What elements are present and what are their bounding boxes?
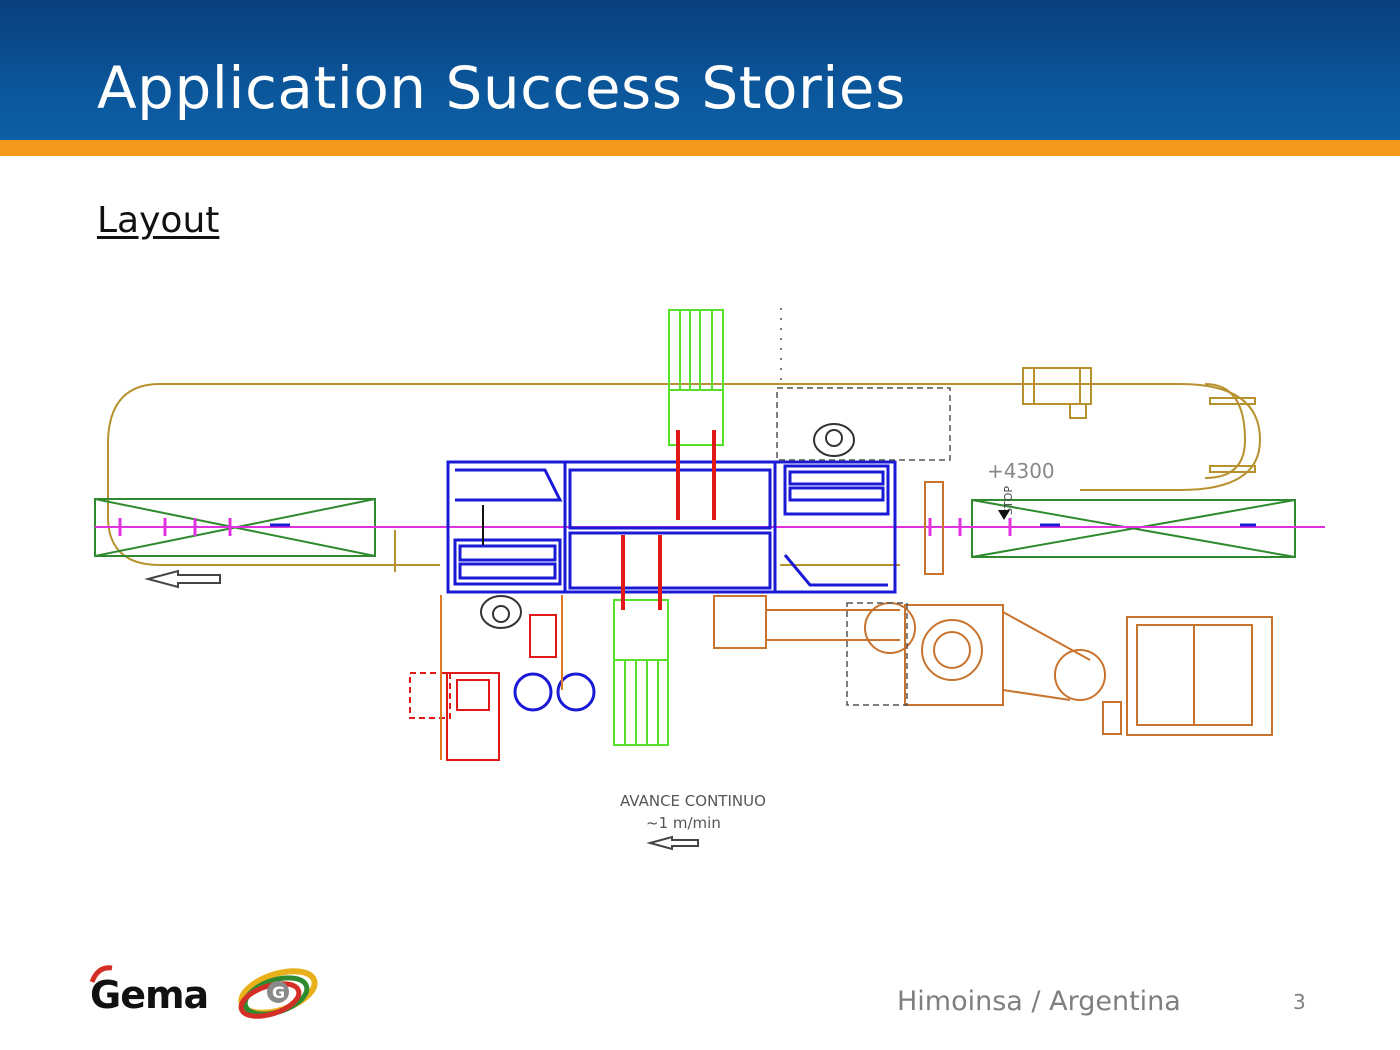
powder-centers (513, 672, 596, 712)
logo-wordmark: Gema (90, 973, 208, 1017)
conveyor-loop (107, 383, 1262, 572)
operator-bottom (480, 595, 522, 629)
direction-arrow-left (144, 569, 221, 589)
rack-top (668, 309, 724, 446)
logo-emblem-letter: G (272, 983, 285, 1002)
logo-emblem-icon: G (238, 968, 318, 1019)
page-number: 3 (1293, 990, 1306, 1014)
track-right (971, 499, 1296, 558)
advance-label-line1: AVANCE CONTINUO (620, 792, 766, 810)
slide-subtitle: Layout (97, 200, 220, 241)
height-label: +4300 (987, 459, 1055, 483)
footer-text: Himoinsa / Argentina (897, 986, 1181, 1017)
logo-swoosh (89, 965, 113, 983)
direction-arrow-bottom (646, 835, 699, 851)
spray-booth (446, 460, 897, 594)
operator-top (813, 423, 855, 457)
control-units (409, 614, 557, 761)
stop-marker (998, 510, 1010, 520)
spray-guns (621, 430, 716, 610)
advance-label-line2: ~1 m/min (646, 814, 721, 832)
room-outline (776, 387, 951, 461)
loader-station (1022, 367, 1256, 473)
filter-outline (846, 602, 908, 706)
slide-title: Application Success Stories (97, 54, 906, 122)
header-banner (0, 0, 1400, 140)
stop-label: STOP (1002, 486, 1015, 515)
rack-bottom (613, 599, 669, 746)
cyclone-equipment (713, 481, 1273, 736)
gema-logo: Gema G (89, 965, 318, 1019)
supply-lines (440, 595, 563, 760)
layout-drawing: +4300 STOP AVANCE CONTINUO ~1 m/min (94, 308, 1325, 851)
header-stripe (0, 140, 1400, 156)
carrier-marks (118, 518, 1012, 536)
